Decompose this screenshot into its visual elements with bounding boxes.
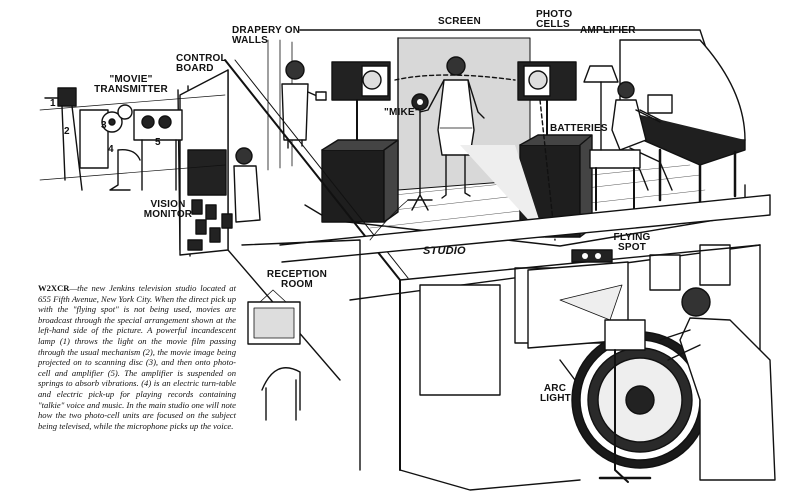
vision-monitor-operator (233, 147, 261, 223)
flying-spot-window (527, 249, 629, 349)
floor-lamp (583, 65, 619, 151)
number-3: 3 (101, 120, 107, 131)
number-1: 1 (50, 98, 56, 109)
caption-text: —the new Jenkins television studio locat… (38, 283, 236, 431)
number-5: 5 (155, 137, 161, 148)
mike-label: "MIKE" (384, 107, 420, 118)
vision-monitor-label: VISION MONITOR (143, 199, 193, 220)
photo-cells-label: PHOTO CELLS (536, 9, 573, 30)
movie-transmitter-label: "MOVIE" TRANSMITTER (94, 74, 168, 95)
studio-label: STUDIO (423, 245, 466, 257)
grand-piano (619, 39, 746, 212)
arc-light-label: ARC LIGHT (540, 383, 571, 404)
control-board-label: CONTROL BOARD (176, 53, 227, 74)
flying-spot-label: FLYING SPOT (613, 232, 651, 253)
drapery-label: DRAPERY ON WALLS (232, 25, 301, 46)
pianist-figure (589, 81, 673, 216)
reception-room-label: RECEPTION ROOM (266, 269, 328, 290)
reception-room (241, 239, 361, 471)
photo-cell-unit-left (321, 61, 399, 223)
caption: W2XCR—the new Jenkins television studio … (38, 283, 236, 431)
number-4: 4 (108, 144, 114, 155)
number-2: 2 (64, 126, 70, 137)
control-board (179, 69, 233, 256)
arc-light-operator (659, 287, 776, 481)
amplifier-label: AMPLIFIER (580, 25, 636, 36)
caption-lead: W2XCR (38, 283, 70, 293)
movie-transmitter (39, 87, 226, 191)
microphone (407, 93, 433, 211)
announcer-figure (281, 60, 327, 149)
arc-light-scanner (559, 319, 721, 483)
batteries-label: BATTERIES (550, 123, 608, 134)
screen-label: SCREEN (438, 16, 481, 27)
